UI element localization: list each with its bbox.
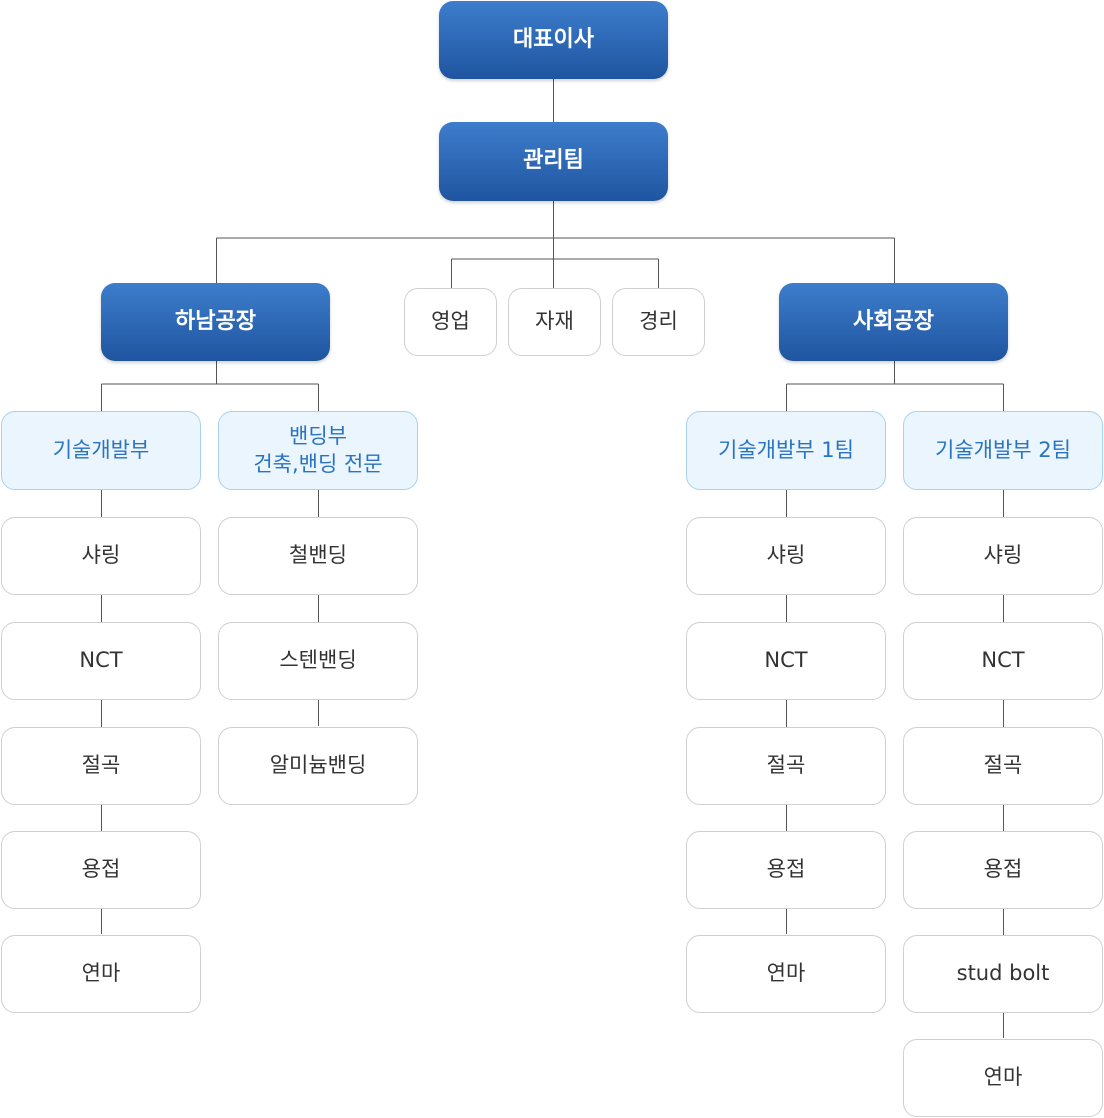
- process-box: NCT: [903, 622, 1103, 700]
- process-box: stud bolt: [903, 935, 1103, 1013]
- hanam-tech-dept-label: 기술개발부: [52, 437, 150, 462]
- process-label: stud bolt: [956, 961, 1050, 986]
- process-box: 알미늄밴딩: [218, 727, 418, 805]
- process-label: NCT: [764, 648, 808, 673]
- hanam-factory-label: 하남공장: [175, 308, 256, 334]
- sahoe-tech-team1-box: 기술개발부 1팀: [686, 411, 886, 490]
- process-box: 연마: [686, 935, 886, 1013]
- materials-box: 자재: [508, 288, 601, 356]
- process-box: 샤링: [1, 517, 201, 595]
- hanam-bending-dept-label: 밴딩부: [289, 424, 347, 449]
- process-label: NCT: [79, 648, 123, 673]
- hanam-bending-dept-sublabel: 건축,밴딩 전문: [253, 451, 383, 476]
- process-label: 용접: [766, 857, 806, 882]
- process-label: 철밴딩: [289, 543, 347, 568]
- process-box: NCT: [1, 622, 201, 700]
- sales-box: 영업: [404, 288, 497, 356]
- process-label: 용접: [983, 857, 1023, 882]
- process-box: 용접: [1, 831, 201, 909]
- process-label: 절곡: [983, 753, 1023, 778]
- process-label: 샤링: [983, 543, 1023, 568]
- ceo-box: 대표이사: [439, 1, 668, 79]
- process-box: 용접: [686, 831, 886, 909]
- process-box: 샤링: [686, 517, 886, 595]
- process-label: 연마: [81, 961, 121, 986]
- hanam-factory-box: 하남공장: [101, 283, 330, 361]
- process-box: 절곡: [903, 727, 1103, 805]
- management-team-box: 관리팀: [439, 122, 668, 201]
- sahoe-tech-team2-box: 기술개발부 2팀: [903, 411, 1103, 490]
- sahoe-factory-label: 사회공장: [853, 308, 934, 334]
- process-box: 용접: [903, 831, 1103, 909]
- process-box: NCT: [686, 622, 886, 700]
- process-box: 연마: [903, 1039, 1103, 1117]
- accounting-box: 경리: [612, 288, 705, 356]
- process-label: 연마: [983, 1065, 1023, 1090]
- process-label: 알미늄밴딩: [269, 753, 367, 778]
- process-box: 샤링: [903, 517, 1103, 595]
- sahoe-tech-team2-label: 기술개발부 2팀: [935, 437, 1071, 462]
- sahoe-tech-team1-label: 기술개발부 1팀: [718, 437, 854, 462]
- management-team-label: 관리팀: [523, 148, 584, 174]
- hanam-tech-dept-box: 기술개발부: [1, 411, 201, 490]
- process-label: 절곡: [81, 753, 121, 778]
- process-label: NCT: [981, 648, 1025, 673]
- process-label: 절곡: [766, 753, 806, 778]
- materials-label: 자재: [535, 309, 574, 334]
- accounting-label: 경리: [639, 309, 678, 334]
- process-label: 샤링: [766, 543, 806, 568]
- process-box: 스텐밴딩: [218, 622, 418, 700]
- hanam-bending-dept-box: 밴딩부 건축,밴딩 전문: [218, 411, 418, 490]
- process-box: 절곡: [686, 727, 886, 805]
- sahoe-factory-box: 사회공장: [779, 283, 1008, 361]
- sales-label: 영업: [431, 309, 470, 334]
- process-label: 스텐밴딩: [279, 648, 357, 673]
- ceo-label: 대표이사: [513, 26, 594, 52]
- process-box: 절곡: [1, 727, 201, 805]
- process-label: 용접: [81, 857, 121, 882]
- process-label: 샤링: [81, 543, 121, 568]
- process-box: 연마: [1, 935, 201, 1013]
- process-box: 철밴딩: [218, 517, 418, 595]
- process-label: 연마: [766, 961, 806, 986]
